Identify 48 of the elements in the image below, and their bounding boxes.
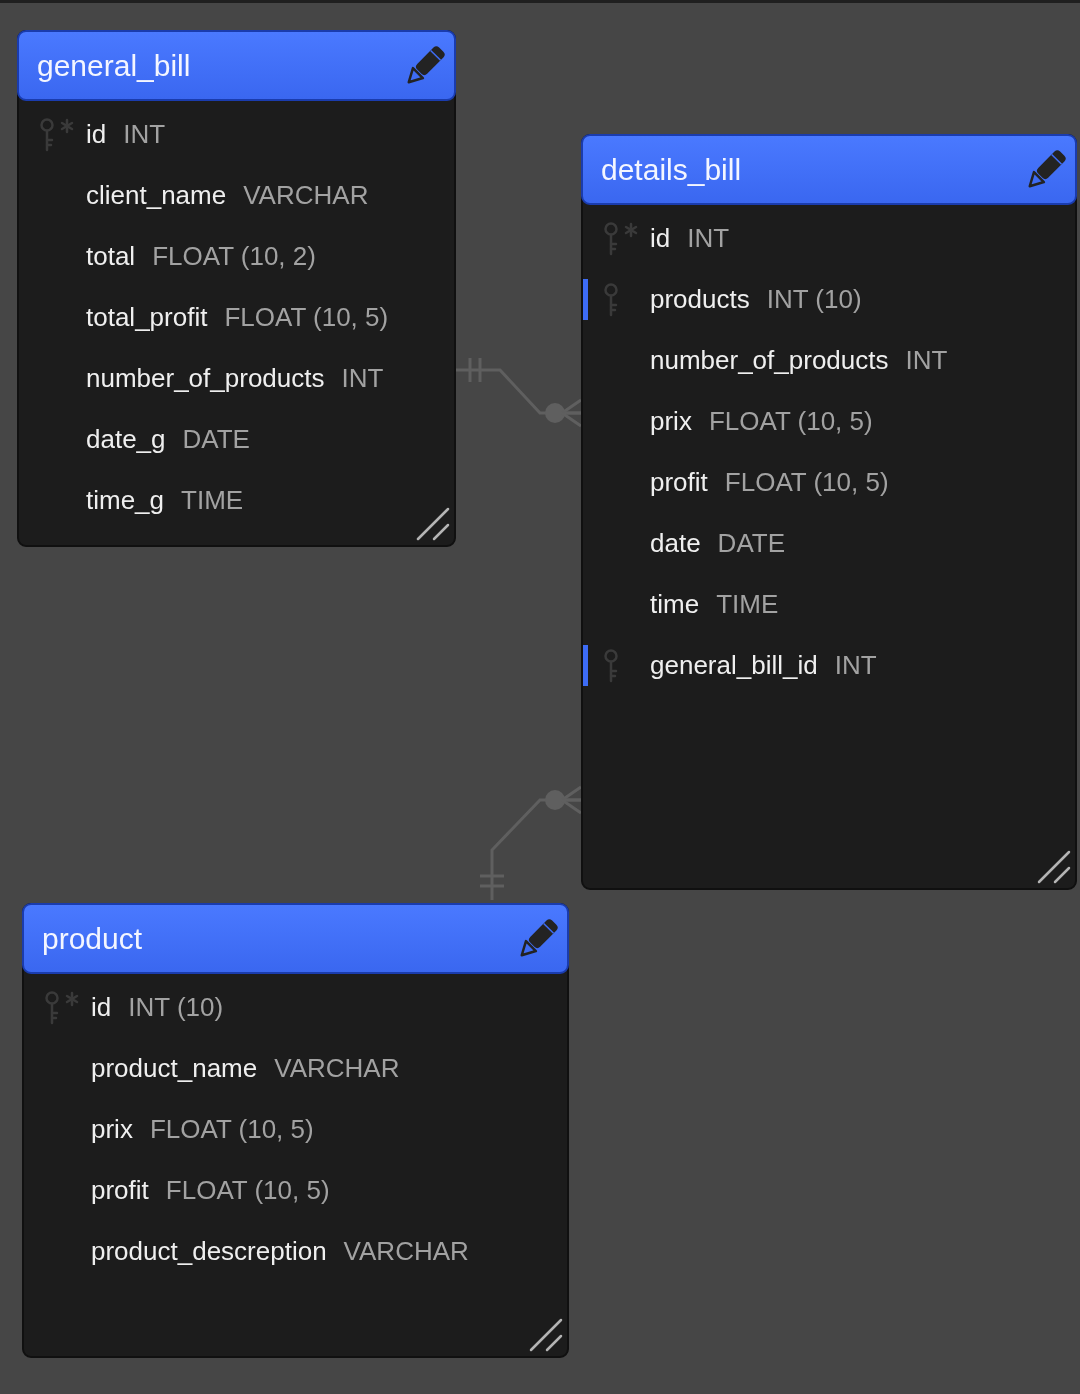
table-card xyxy=(17,30,456,547)
column-type: INT xyxy=(905,345,948,376)
column-type: TIME xyxy=(181,485,244,516)
column-type: INT xyxy=(123,119,166,150)
column-name: profit xyxy=(650,467,708,498)
column-name: general_bill_id xyxy=(650,650,818,681)
column-name: products xyxy=(650,284,750,315)
table-card xyxy=(581,134,1077,890)
column-type: FLOAT (10, 5) xyxy=(165,1175,330,1206)
column-type: INT xyxy=(341,363,384,394)
column-type: FLOAT (10, 5) xyxy=(708,406,873,437)
column-name: number_of_products xyxy=(86,363,325,394)
column-type: VARCHAR xyxy=(343,1236,469,1267)
column-name: time xyxy=(650,589,700,620)
column-name: product_name xyxy=(91,1053,258,1084)
column-type: INT xyxy=(687,223,730,254)
relationship-line xyxy=(456,356,583,428)
column-name: time_g xyxy=(86,485,165,516)
column-type: INT xyxy=(834,650,877,681)
relationship-line xyxy=(478,785,583,900)
column-type: INT (10) xyxy=(766,284,862,315)
table-name: general_bill xyxy=(37,48,191,83)
column-name: prix xyxy=(650,406,692,437)
column-name: date xyxy=(650,528,701,559)
column-type: FLOAT (10, 5) xyxy=(724,467,889,498)
column-name: id xyxy=(91,992,112,1023)
column-type: INT (10) xyxy=(128,992,224,1023)
table-name: details_bill xyxy=(601,152,742,187)
column-name: number_of_products xyxy=(650,345,889,376)
column-name: product_descreption xyxy=(91,1236,327,1267)
column-type: VARCHAR xyxy=(274,1053,400,1084)
column-name: total xyxy=(86,241,136,272)
column-name: total_profit xyxy=(86,302,208,333)
column-name: date_g xyxy=(86,424,166,455)
column-name: id xyxy=(650,223,671,254)
column-type: FLOAT (10, 5) xyxy=(224,302,389,333)
column-type: VARCHAR xyxy=(243,180,369,211)
table-name: product xyxy=(42,921,143,956)
column-name: prix xyxy=(91,1114,133,1145)
column-type: DATE xyxy=(717,528,786,559)
column-name: client_name xyxy=(86,180,227,211)
column-type: FLOAT (10, 5) xyxy=(149,1114,314,1145)
column-name: id xyxy=(86,119,107,150)
column-name: profit xyxy=(91,1175,149,1206)
column-type: TIME xyxy=(716,589,779,620)
column-type: DATE xyxy=(182,424,250,455)
table-card xyxy=(22,903,569,1358)
column-type: FLOAT (10, 2) xyxy=(152,241,316,272)
